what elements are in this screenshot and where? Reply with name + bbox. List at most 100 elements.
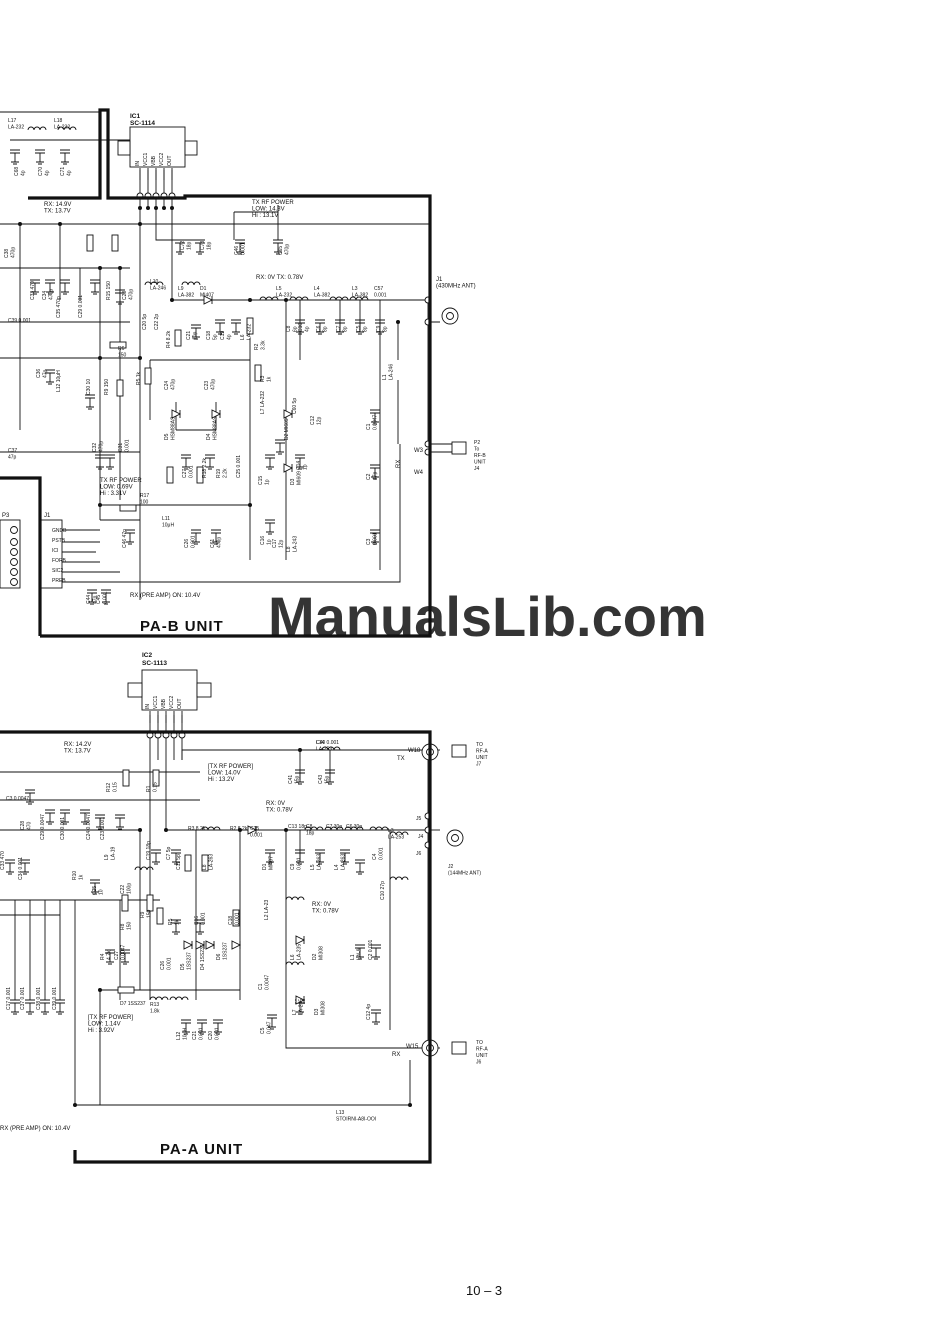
junction: [98, 503, 102, 507]
component-ref: C30 0.001: [60, 817, 66, 840]
pa-a-note-preamp: RX (PRE AMP) ON: 10.4V: [0, 1126, 70, 1132]
diode: [171, 409, 182, 419]
ground-symbol: [192, 533, 200, 545]
ground-symbol: [316, 853, 324, 865]
component-ref: C29 0.0047: [40, 814, 46, 840]
wire: [234, 205, 279, 213]
ground-symbol: [36, 153, 44, 165]
ground-symbol: [371, 468, 379, 480]
capacitor: [273, 239, 283, 244]
ground-symbol: [268, 1018, 276, 1030]
ground-symbol: [81, 813, 89, 825]
ground-symbol: [56, 1003, 64, 1015]
ground-symbol: [6, 863, 14, 875]
ground-symbol: [46, 373, 54, 385]
diode: [231, 940, 242, 950]
ground-symbol: [172, 853, 180, 865]
junction: [98, 988, 102, 992]
component-ref: R10.15: [146, 782, 159, 792]
component-ref: C7 30p: [326, 824, 342, 830]
ground-symbol: [96, 458, 104, 470]
component-ref: C34 0.001: [18, 857, 24, 880]
diode: [211, 409, 222, 419]
capacitor: [371, 1009, 381, 1014]
component-ref: R8150: [120, 921, 133, 930]
junction: [138, 222, 142, 226]
inductor: [389, 831, 409, 836]
resistor: [86, 234, 94, 252]
ground-symbol: [96, 818, 104, 830]
pa-a-antenna-label: J2(144MHz ANT): [448, 864, 481, 877]
ground-symbol: [266, 523, 274, 535]
component-ref: C30.001: [366, 532, 379, 545]
ground-symbol: [196, 243, 204, 255]
pa-a-w15: W15: [406, 1044, 419, 1050]
diode: [183, 940, 194, 950]
resistor: [201, 854, 209, 872]
ground-symbol: [152, 853, 160, 865]
capacitor: [231, 319, 241, 324]
junction: [170, 298, 174, 302]
diode: [203, 295, 214, 305]
capacitor: [35, 149, 45, 154]
component-ref: C22100p: [120, 883, 133, 894]
component-ref: C30 10: [86, 379, 92, 395]
junction: [138, 206, 142, 210]
junction: [170, 206, 174, 210]
component-ref: R18 2.2k: [202, 457, 208, 478]
ground-symbol: [276, 443, 284, 455]
pa-b-frame: [28, 108, 432, 638]
ground-symbol: [214, 1023, 222, 1035]
pa-b-w4: W4: [414, 470, 424, 476]
ic2-heatsink-right: [196, 682, 212, 698]
capacitor: [5, 859, 15, 864]
capacitor: [213, 1019, 223, 1024]
ground-symbol: [198, 1023, 206, 1035]
junction: [284, 828, 288, 832]
capacitor: [90, 279, 100, 284]
capacitor: [370, 464, 380, 469]
component-ref: D3MI308: [314, 1001, 327, 1015]
ic-pin-label: VCC2: [159, 152, 165, 166]
component-ref: C22 2p: [154, 314, 160, 330]
component-ref: C24 0.0047: [86, 814, 92, 840]
component-ref: C78p: [336, 325, 349, 332]
capacitor: [215, 319, 225, 324]
ic2-body: [141, 669, 198, 711]
ground-symbol: [296, 1003, 304, 1015]
ground-symbol: [232, 323, 240, 335]
ground-symbol: [296, 458, 304, 470]
component-ref: R9150: [140, 909, 153, 918]
wire: [181, 749, 428, 760]
resistor: [156, 907, 164, 925]
component-ref: C68p: [316, 325, 329, 332]
component-ref: C34470p: [42, 289, 55, 300]
capacitor: [295, 454, 305, 459]
ic1-body: [129, 126, 186, 168]
component-ref: C7318p: [200, 241, 213, 250]
component-ref: C141p: [296, 461, 309, 470]
ground-symbol: [274, 243, 282, 255]
resistor: [152, 769, 160, 787]
wiring: [0, 111, 452, 1106]
ground-symbol: [102, 593, 110, 605]
ground-symbol: [266, 853, 274, 865]
ic-pin-label: VBB: [161, 698, 167, 709]
component-ref: R4 8.2k: [166, 330, 172, 348]
component-ref: C58p: [356, 325, 369, 332]
component-ref: C25 0.001: [236, 455, 242, 478]
inductor: [304, 826, 324, 831]
diode: [295, 995, 306, 1005]
p3-pin: [10, 578, 18, 586]
component-ref: C28470p: [122, 289, 135, 300]
component-ref: C29 0.001: [78, 295, 84, 318]
ground-symbol: [86, 398, 94, 410]
